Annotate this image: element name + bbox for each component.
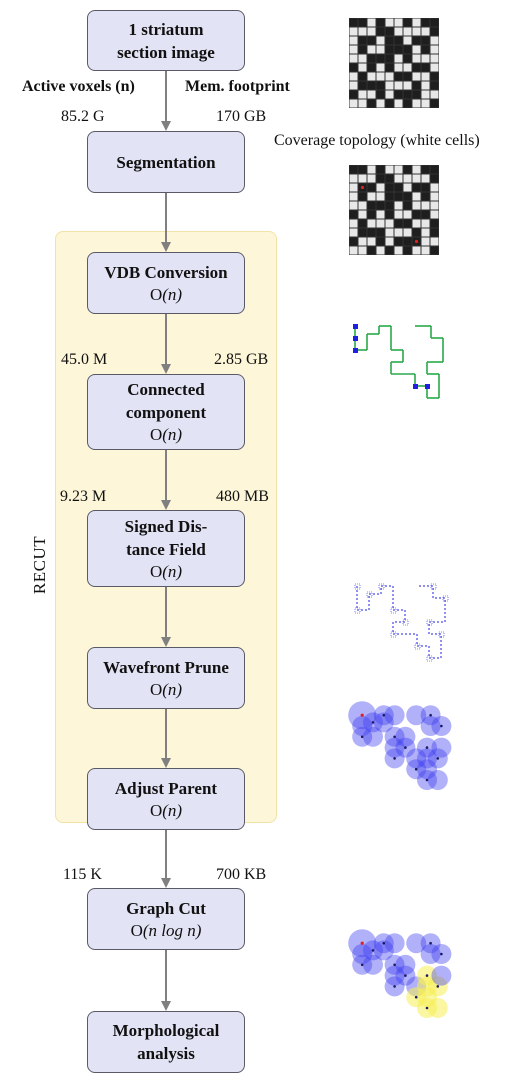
mem-stat-1: 170 GB — [216, 108, 267, 125]
voxels-stat-1: 85.2 G — [61, 108, 105, 125]
voxels-stat-4: 115 K — [63, 866, 102, 883]
box-title: 1 striatum section image — [117, 19, 215, 62]
box-complexity: O(n) — [149, 561, 183, 581]
box-title: Segmentation — [116, 152, 216, 172]
box-complexity: O(n log n) — [130, 920, 202, 940]
box-morphological-analysis: Morphological analysis — [87, 1011, 245, 1073]
box-connected-component: Connected component O(n) — [87, 374, 245, 450]
box-title: Signed Dis- tance Field — [124, 516, 208, 559]
box-title: Morphological analysis — [112, 1021, 220, 1063]
mem-footprint-header: Mem. footprint — [185, 78, 290, 95]
box-title: VDB Conversion — [104, 262, 228, 282]
mem-stat-2: 2.85 GB — [214, 351, 269, 368]
mem-stat-3: 480 MB — [216, 488, 269, 505]
box-graph-cut: Graph Cut O(n log n) — [87, 888, 245, 950]
box-complexity: O(n) — [149, 284, 183, 304]
box-signed-distance-field: Signed Dis- tance Field O(n) — [87, 510, 245, 587]
box-title: Adjust Parent — [114, 778, 218, 798]
coverage-caption: Coverage topology (white cells) — [274, 132, 480, 149]
box-vdb-conversion: VDB Conversion O(n) — [87, 252, 245, 314]
box-wavefront-prune: Wavefront Prune O(n) — [87, 647, 245, 709]
box-complexity: O(n) — [149, 800, 183, 820]
voxels-stat-2: 45.0 M — [61, 351, 108, 368]
box-title: Connected component — [125, 380, 207, 422]
box-complexity: O(n) — [149, 679, 183, 699]
box-adjust-parent: Adjust Parent O(n) — [87, 768, 245, 830]
voxels-stat-3: 9.23 M — [60, 488, 107, 505]
box-segmentation: Segmentation — [87, 131, 245, 193]
mem-stat-4: 700 KB — [216, 866, 267, 883]
active-voxels-header: Active voxels (n) — [22, 78, 135, 95]
box-title: Wavefront Prune — [103, 657, 229, 677]
box-title: Graph Cut — [126, 898, 206, 918]
box-striatum-image: 1 striatum section image — [87, 10, 245, 71]
box-complexity: O(n) — [149, 425, 183, 444]
